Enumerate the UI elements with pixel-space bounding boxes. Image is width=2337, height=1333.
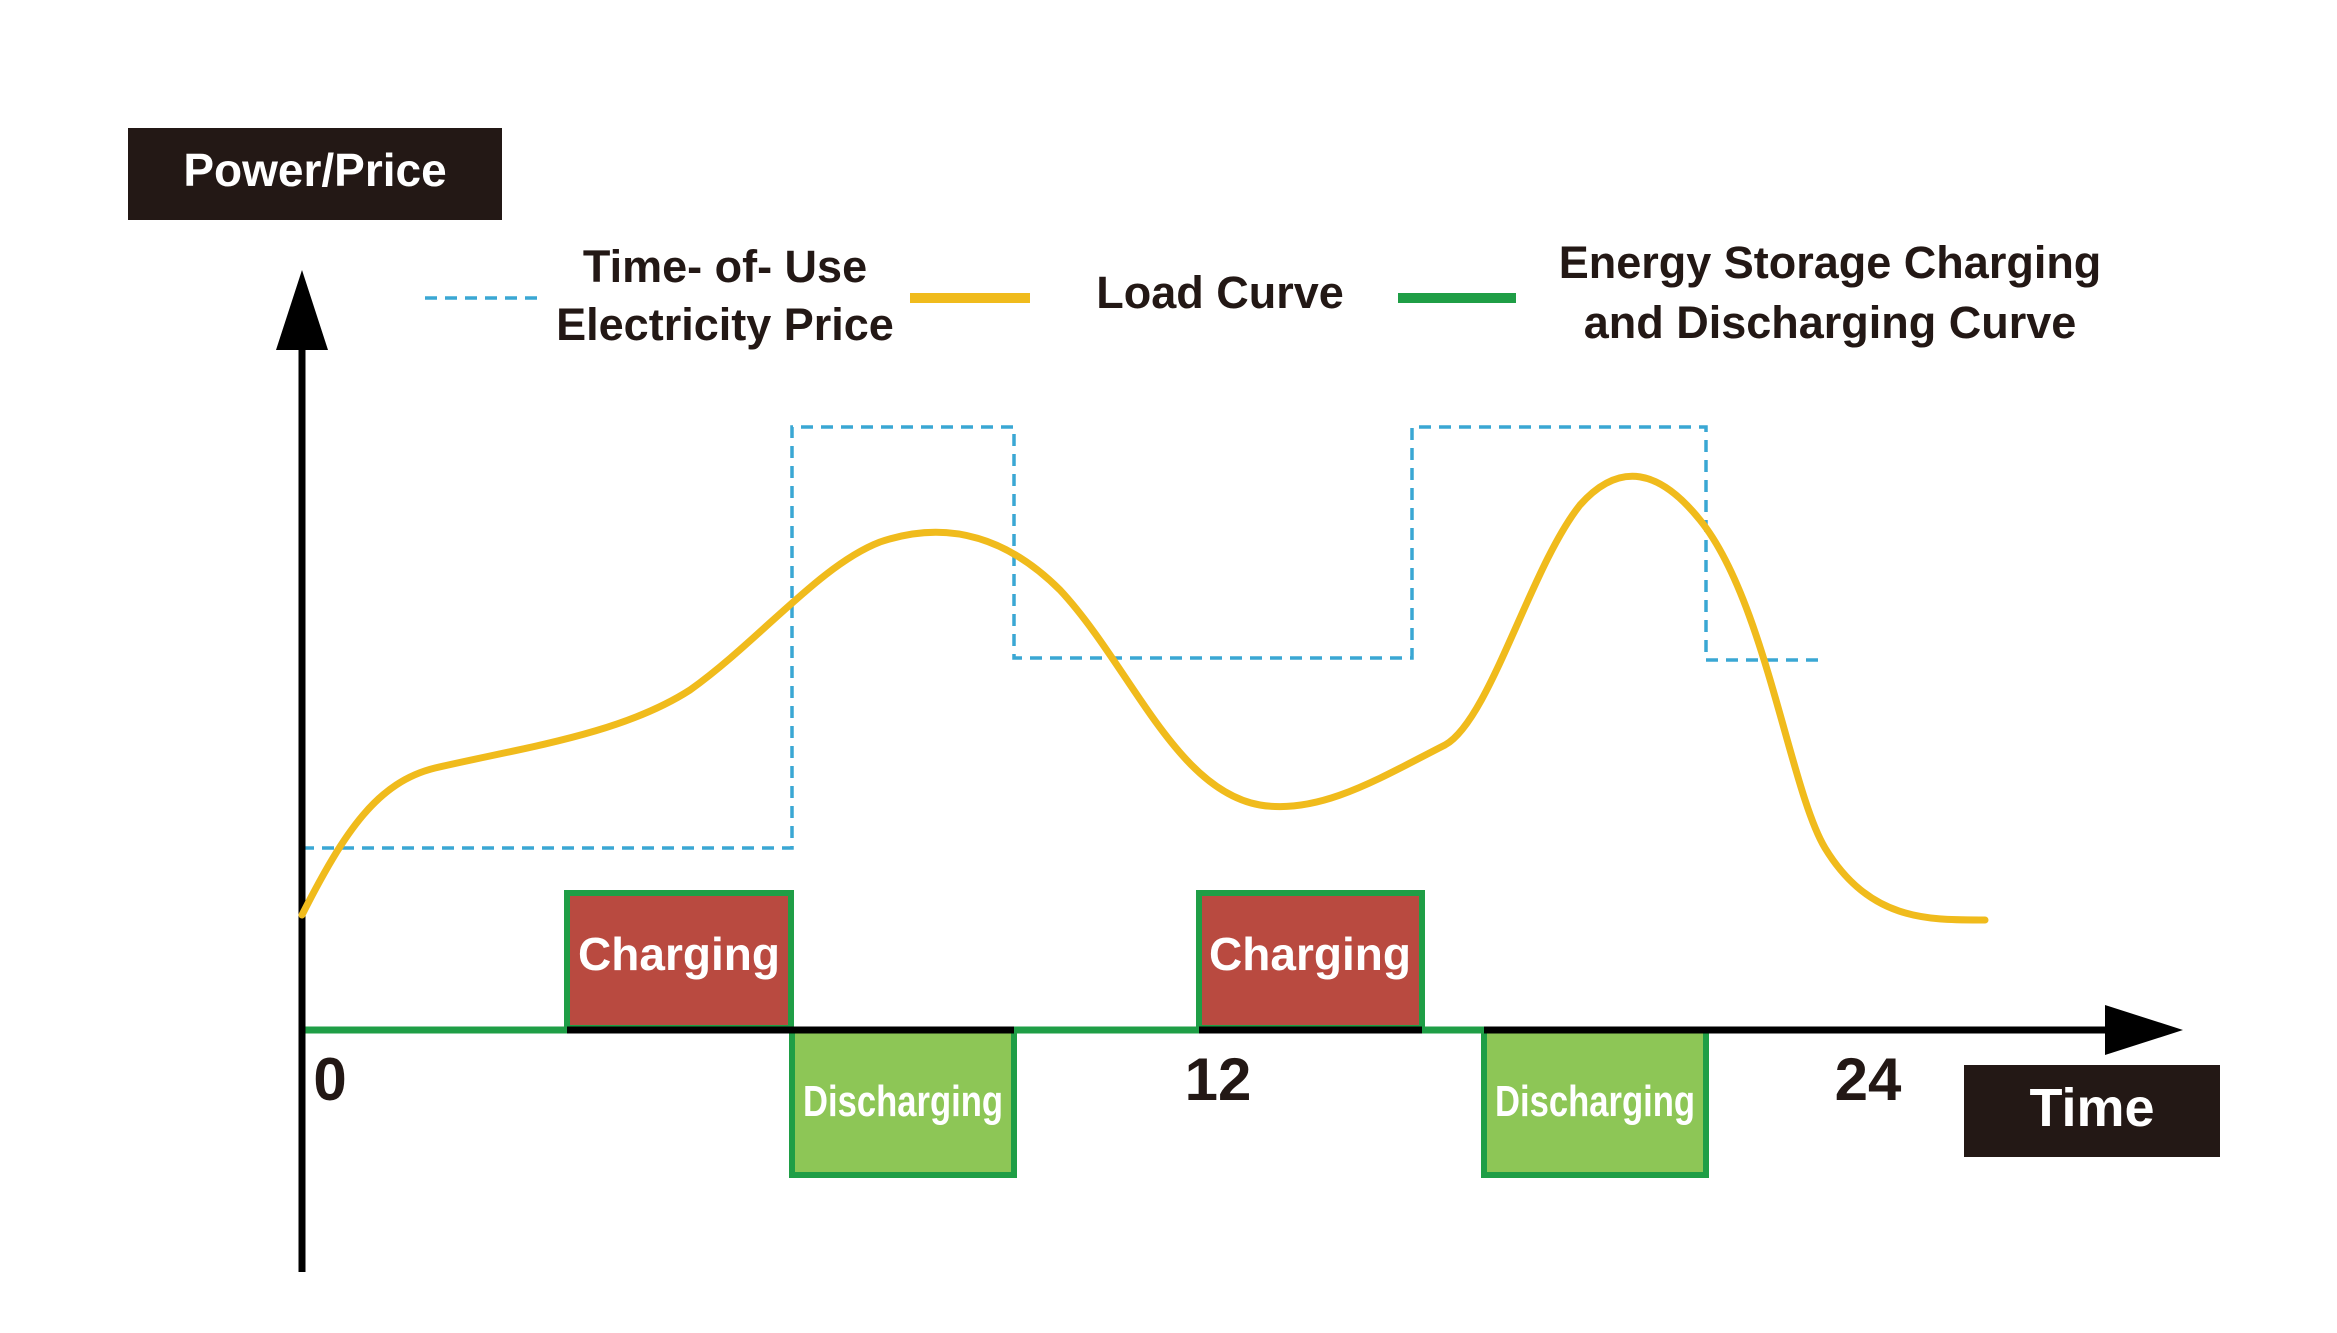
y-axis-label-box [128,128,502,220]
x-axis-label: Time [2029,1078,2154,1138]
x-tick-12: 12 [1185,1046,1252,1113]
discharging-box-2 [1481,1027,1709,1178]
discharging-label-2: Discharging [1495,1077,1695,1126]
legend-price-label-line2: Electricity Price [556,299,894,350]
load-curve [298,472,1989,924]
y-axis-arrowhead [276,270,328,350]
legend-storage-label-line1: Energy Storage Charging [1559,237,2102,288]
x-axis-label-box [1964,1065,2220,1157]
x-tick-0: 0 [313,1046,346,1113]
y-axis-label: Power/Price [183,144,446,196]
charging-label-1: Charging [578,928,780,980]
charging-label-2: Charging [1209,928,1411,980]
legend-price-label-line1: Time- of- Use [583,241,867,292]
x-tick-24: 24 [1835,1046,1902,1113]
legend-storage-label-line2: and Discharging Curve [1584,297,2077,348]
legend-load-label: Load Curve [1096,267,1344,318]
charging-box-1 [564,890,794,1031]
price-step-line [302,425,1826,850]
discharging-label-1: Discharging [803,1077,1003,1126]
x-axis-arrowhead [2105,1005,2183,1055]
